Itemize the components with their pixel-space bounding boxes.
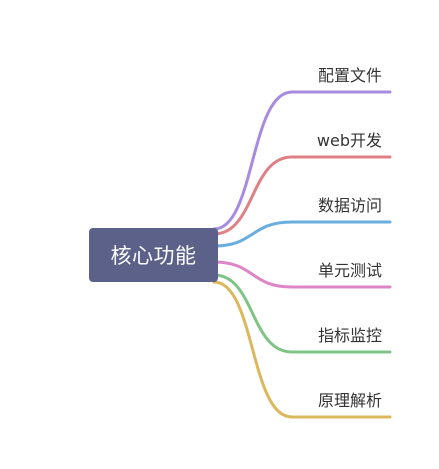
branch-node-principle-analysis[interactable]: 原理解析 bbox=[318, 391, 382, 411]
connector-line-3 bbox=[212, 260, 392, 289]
connector-line-0 bbox=[212, 90, 392, 231]
connector-line-2 bbox=[212, 220, 392, 248]
connector-line-1 bbox=[212, 155, 392, 236]
branch-node-unit-testing[interactable]: 单元测试 bbox=[318, 261, 382, 281]
branch-label: 单元测试 bbox=[317, 261, 382, 280]
branch-node-data-access[interactable]: 数据访问 bbox=[318, 196, 382, 216]
connector-line-4 bbox=[212, 273, 392, 354]
branch-label: 指标监控 bbox=[317, 326, 382, 345]
branch-label: 原理解析 bbox=[317, 391, 382, 410]
branch-label: 数据访问 bbox=[317, 196, 382, 215]
branch-label: 配置文件 bbox=[317, 66, 382, 85]
branch-node-metrics-monitoring[interactable]: 指标监控 bbox=[318, 326, 382, 346]
branch-label: web开发 bbox=[316, 131, 382, 150]
connector-line-5 bbox=[212, 280, 392, 419]
root-node-label: 核心功能 bbox=[110, 244, 197, 268]
root-node[interactable]: 核心功能 bbox=[89, 228, 218, 282]
branch-node-web-development[interactable]: web开发 bbox=[317, 131, 382, 151]
branch-node-config-files[interactable]: 配置文件 bbox=[318, 66, 382, 86]
